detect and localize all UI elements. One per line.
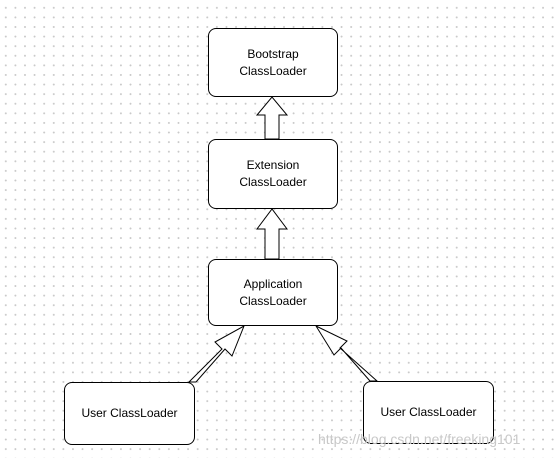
node-user-classloader-right[interactable]: User ClassLoader bbox=[363, 381, 494, 444]
node-bootstrap-label: Bootstrap ClassLoader bbox=[239, 46, 307, 78]
arrow-application-to-extension bbox=[256, 208, 288, 260]
node-bootstrap-classloader[interactable]: Bootstrap ClassLoader bbox=[208, 28, 338, 97]
node-application-classloader[interactable]: Application ClassLoader bbox=[208, 259, 338, 326]
node-extension-classloader[interactable]: Extension ClassLoader bbox=[208, 139, 338, 209]
arrow-extension-to-bootstrap bbox=[255, 96, 289, 140]
node-user-left-label: User ClassLoader bbox=[81, 406, 178, 420]
node-extension-label: Extension ClassLoader bbox=[239, 158, 307, 189]
node-application-label: Application ClassLoader bbox=[239, 276, 307, 308]
node-user-classloader-left[interactable]: User ClassLoader bbox=[64, 382, 195, 445]
arrow-user-left-to-application bbox=[187, 324, 245, 383]
arrow-user-right-to-application bbox=[314, 324, 379, 382]
node-user-right-label: User ClassLoader bbox=[380, 405, 477, 419]
